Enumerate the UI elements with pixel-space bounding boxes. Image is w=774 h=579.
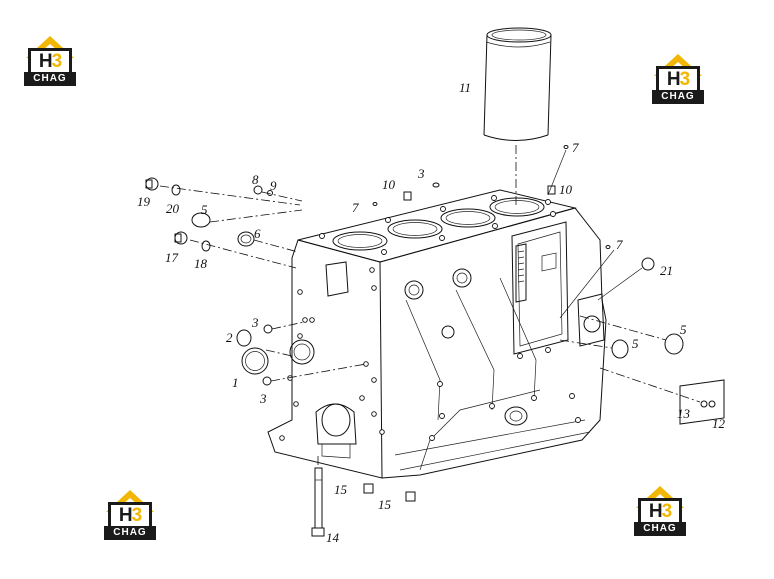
main-bearing-bolt	[311, 456, 325, 537]
callout-5c: 5	[632, 336, 639, 351]
brand-logo-bottom-right: H3 CHAG	[632, 484, 688, 540]
callout-9: 9	[270, 178, 277, 193]
callout-18: 18	[194, 256, 208, 271]
callout-7c: 7	[616, 237, 623, 252]
callout-7b: 7	[352, 200, 359, 215]
callout-13: 13	[677, 406, 691, 421]
callout-15a: 15	[334, 482, 348, 497]
callout-21: 21	[660, 263, 673, 278]
top-plugs	[372, 145, 611, 249]
cylinder-liner	[483, 27, 552, 205]
callout-7a: 7	[572, 140, 579, 155]
callout-17: 17	[165, 250, 179, 265]
front-face-bolt-holes	[279, 267, 385, 441]
logo-mark: H3	[28, 48, 72, 72]
logo-wordmark: CHAG	[652, 90, 704, 104]
callout-11: 11	[459, 80, 471, 95]
engine-block	[267, 189, 607, 479]
callout-3c: 3	[259, 391, 267, 406]
logo-mark: H3	[108, 502, 152, 526]
logo-wordmark: CHAG	[634, 522, 686, 536]
callout-10b: 10	[559, 182, 573, 197]
callout-5a: 5	[201, 202, 208, 217]
callout-12: 12	[712, 416, 726, 431]
logo-wordmark: CHAG	[104, 526, 156, 540]
right-plugs-and-plate	[559, 249, 725, 425]
callout-labels: 11 7 3 10 10 7 7 21 8 9 19 20 5 6 17 18 …	[137, 80, 726, 545]
plug-15a	[363, 483, 374, 494]
left-plugs-and-seals	[145, 177, 367, 386]
plug-15b	[405, 491, 416, 502]
callout-10a: 10	[382, 177, 396, 192]
callout-19: 19	[137, 194, 151, 209]
callout-3a: 3	[417, 166, 425, 181]
brand-logo-bottom-left: H3 CHAG	[102, 488, 158, 544]
callout-3b: 3	[251, 315, 259, 330]
callout-2: 2	[226, 330, 233, 345]
logo-mark: H3	[656, 66, 700, 90]
callout-6: 6	[254, 226, 261, 241]
callout-15b: 15	[378, 497, 392, 512]
callout-8: 8	[252, 172, 259, 187]
callout-5b: 5	[680, 322, 687, 337]
brand-logo-top-right: H3 CHAG	[650, 52, 706, 108]
logo-mark: H3	[638, 498, 682, 522]
callout-1: 1	[232, 375, 239, 390]
brand-logo-top-left: H3 CHAG	[22, 34, 78, 90]
logo-wordmark: CHAG	[24, 72, 76, 86]
callout-14: 14	[326, 530, 340, 545]
callout-20: 20	[166, 201, 180, 216]
